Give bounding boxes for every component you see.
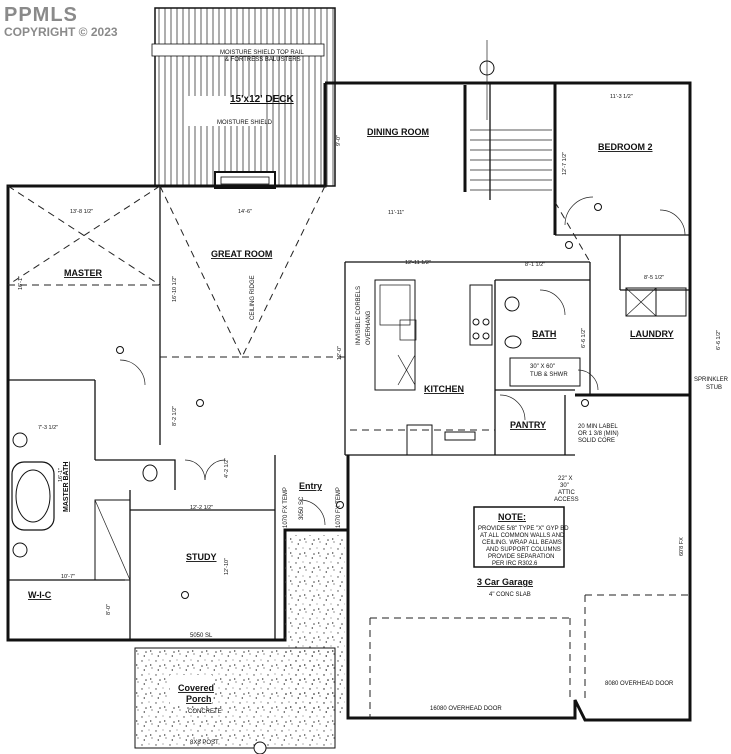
note-line-1: PROVIDE 5/8" TYPE "X" GYP BD	[478, 526, 569, 532]
note-title: NOTE:	[498, 512, 526, 522]
sprinkler-note: SPRINKLER	[694, 377, 729, 383]
overhang-note: OVERHANG	[366, 310, 372, 345]
temp-2: 1070 FX TEMP	[336, 487, 342, 528]
dim-mb-w: 7'-3 1/2"	[38, 425, 58, 431]
dim-master-h: 16'-1"	[18, 276, 24, 290]
watermark: PPMLS COPYRIGHT © 2023	[4, 4, 118, 39]
porch-label-1: Covered	[178, 683, 214, 693]
dim-bedroom-w: 11'-3 1/2"	[610, 94, 633, 100]
dim-garage-h: 60'8 FX	[679, 537, 685, 556]
note-line-5: PROVIDE SEPARATION	[488, 554, 554, 560]
moisture-rail-note: MOISTURE SHIELD TOP RAIL	[220, 50, 304, 56]
overhead-door-left: 16080 OVERHEAD DOOR	[430, 706, 502, 712]
ceiling-ridge-note: CEILING RIDGE	[250, 275, 256, 320]
attic-note-1: 22" X	[558, 476, 572, 482]
watermark-brand: PPMLS	[4, 4, 78, 26]
dim-kitchen-w: 12'-11 1/2"	[405, 260, 431, 266]
dim-hall: 8'-2 1/2"	[172, 406, 178, 426]
tub-note-1: 30" X 60"	[530, 364, 555, 370]
moisture-shield-note: MOISTURE SHIELD	[217, 120, 273, 126]
laundry-fixtures	[625, 287, 687, 317]
interior-walls	[8, 186, 690, 640]
ceiling-lines	[7, 185, 690, 718]
attic-note-3: ATTIC	[558, 490, 576, 496]
temp-1: 1070 FX TEMP	[283, 487, 289, 528]
doors	[119, 196, 686, 526]
note-line-2: AT ALL COMMON WALLS AND	[480, 533, 565, 539]
window-5050: 5050 SL	[190, 633, 213, 639]
sprinkler-stub-note: STUB	[706, 385, 722, 391]
dim-wic-w: 10'-7"	[61, 574, 75, 580]
invisible-corbels-note: INVISIBLE CORBELS	[356, 286, 362, 345]
dim-great-h: 16'-10 1/2"	[172, 276, 178, 302]
dim-bedroom-h: 12'-7 1/2"	[562, 152, 568, 175]
dim-bath-h: 6'-6 1/2"	[581, 328, 587, 348]
bath-label: BATH	[532, 329, 556, 339]
dining-room-label: DINING ROOM	[367, 127, 429, 137]
fortress-note: & FORTRESS BALUSTERS	[225, 57, 301, 63]
dim-great-w: 14'-6"	[238, 209, 252, 215]
entry-label: Entry	[299, 481, 322, 491]
dim-bath-w: 8'-1 1/2"	[525, 262, 545, 268]
covered-porch	[134, 535, 345, 754]
kitchen-label: KITCHEN	[424, 384, 464, 394]
kitchen-fixtures	[374, 279, 493, 456]
deck	[151, 7, 336, 189]
tub-note-2: TUB & SHWR	[530, 372, 568, 378]
overhead-door-right: 8080 OVERHEAD DOOR	[605, 681, 674, 687]
label-20min-2: OR 1 3/8 (MIN)	[578, 431, 619, 437]
garage-label: 3 Car Garage	[477, 577, 533, 587]
bedroom2-label: BEDROOM 2	[598, 142, 653, 152]
porch-slab-note: CONCRETE	[188, 709, 222, 715]
smoke-detectors	[116, 203, 602, 599]
label-20min-3: SOLID CORE	[578, 438, 615, 444]
dim-mb-h: 16'-1"	[58, 468, 64, 482]
dim-dining-w: 11'-11"	[388, 210, 404, 216]
bath-fixtures	[11, 296, 581, 581]
garage-slab-note: 4" CONC SLAB	[489, 592, 531, 598]
dim-master-w: 13'-8 1/2"	[70, 209, 93, 215]
window-3050: 3050 SC	[299, 496, 305, 520]
label-20min-1: 20 MIN LABEL	[578, 424, 618, 430]
wic-label: W-I-C	[28, 590, 52, 600]
porch-label-2: Porch	[186, 694, 212, 704]
dim-laundry-h: 6'-6 1/2"	[716, 330, 722, 350]
dim-wic-h: 8'-0"	[106, 604, 112, 615]
deck-label: 15'x12' DECK	[230, 94, 294, 105]
dim-study-w: 12'-2 1/2"	[190, 505, 213, 511]
note-line-4: AND SUPPORT COLUMNS	[486, 547, 561, 553]
master-label: MASTER	[64, 268, 103, 278]
study-label: STUDY	[186, 552, 217, 562]
laundry-label: LAUNDRY	[630, 329, 674, 339]
master-bath-label: MASTER BATH	[63, 462, 70, 512]
dim-study-h: 12'-10"	[224, 558, 230, 575]
note-line-6: PER IRC R302.6	[492, 561, 538, 567]
dim-laundry-w: 8'-5 1/2"	[644, 275, 664, 281]
dim-entry-h: 4'-2 1/2"	[224, 458, 230, 478]
bay-post-note: 8X8 POST	[190, 740, 219, 746]
pantry-label: PANTRY	[510, 420, 546, 430]
stairs	[470, 40, 552, 191]
dim-dining-h: 9'-0"	[336, 135, 342, 146]
watermark-copyright: COPYRIGHT © 2023	[4, 25, 118, 39]
dim-kitchen-h: 12'-0"	[337, 346, 343, 360]
note-line-3: CEILING. WRAP ALL BEAMS	[482, 540, 562, 546]
great-room-label: GREAT ROOM	[211, 249, 272, 259]
attic-note-4: ACCESS	[554, 497, 579, 503]
note-box	[473, 506, 565, 568]
attic-note-2: 30"	[560, 483, 569, 489]
